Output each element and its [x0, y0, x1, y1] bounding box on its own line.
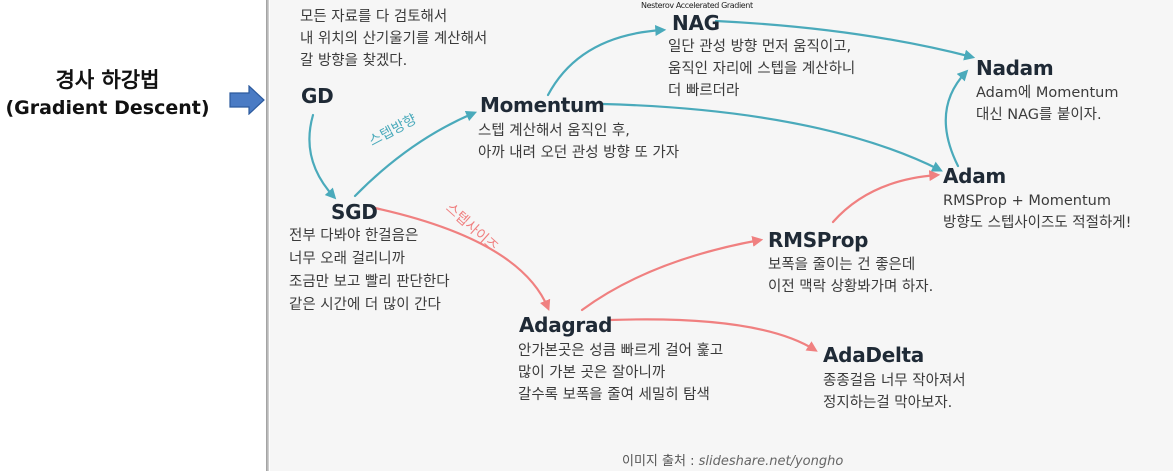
- desc-line: 안가본곳은 성큼 빠르게 걸어 훑고: [518, 343, 724, 359]
- arrow-momentum-adam: [601, 102, 943, 172]
- node-gd: GD: [301, 84, 334, 108]
- desc-line: 방향도 스텝사이즈도 적절하게!: [943, 215, 1132, 231]
- desc-line: 너무 오래 걸리니까: [289, 251, 405, 267]
- desc-adadelta: 종종걸음 너무 작아져서 정지하는걸 막아보자.: [823, 370, 966, 414]
- arrow-gd-sgd: [308, 113, 337, 200]
- desc-adam: RMSProp + Momentum 방향도 스텝사이즈도 적절하게!: [943, 190, 1131, 234]
- arrow-adagrad-adadelta: [608, 318, 818, 352]
- node-adam: Adam: [943, 164, 1006, 188]
- arrow-adagrad-rmsprop: [580, 235, 764, 312]
- arrow-sgd-adagrad: [373, 206, 551, 312]
- desc-line: 종종걸음 너무 작아져서: [823, 373, 966, 389]
- desc-line: 많이 가본 곳은 잘아니까: [518, 365, 666, 381]
- desc-gd: 모든 자료를 다 검토해서 내 위치의 산기울기를 계산해서 갈 방향을 찾겠다…: [300, 6, 487, 72]
- desc-line: 같은 시간에 더 많이 간다: [289, 297, 441, 313]
- arrow-sgd-momentum: [353, 110, 478, 198]
- desc-adagrad: 안가본곳은 성큼 빠르게 걸어 훑고 많이 가본 곳은 잘아니까 갈수록 보폭을…: [518, 340, 723, 406]
- main-title-korean: 경사 하강법: [55, 68, 160, 92]
- node-momentum: Momentum: [480, 93, 605, 117]
- desc-line: 일단 관성 방향 먼저 움직이고,: [668, 39, 852, 55]
- left-title-pane: 경사 하강법 (Gradient Descent): [0, 0, 268, 471]
- diagram-panel: [270, 0, 1173, 471]
- node-nag: NAG: [672, 11, 720, 35]
- desc-rmsprop: 보폭을 줄이는 건 좋은데 이전 맥락 상황봐가며 하자.: [768, 254, 933, 298]
- desc-line: 전부 다봐야 한걸음은: [289, 228, 419, 244]
- arrow-rmsprop-adam: [831, 170, 941, 224]
- divider: [266, 0, 269, 471]
- main-title-english: (Gradient Descent): [5, 97, 210, 119]
- credit-label: 이미지 출처 :: [622, 454, 699, 469]
- desc-line: 스텝 계산해서 움직인 후,: [478, 123, 630, 139]
- node-rmsprop: RMSProp: [768, 228, 869, 252]
- desc-line: Adam에 Momentum: [976, 85, 1119, 101]
- desc-line: 아까 내려 오던 관성 방향 또 가자: [478, 145, 680, 161]
- desc-line: 모든 자료를 다 검토해서: [300, 9, 448, 25]
- desc-line: 내 위치의 산기울기를 계산해서: [300, 31, 488, 47]
- desc-line: 갈 방향을 찾겠다.: [300, 53, 408, 69]
- desc-sgd: 전부 다봐야 한걸음은 너무 오래 걸리니까 조금만 보고 빨리 판단한다 같은…: [289, 225, 450, 317]
- desc-line: 움직인 자리에 스텝을 계산하니: [668, 61, 856, 77]
- node-adagrad: Adagrad: [519, 313, 613, 337]
- right-arrow-icon: [229, 85, 265, 115]
- arrow-nag-nadam: [714, 19, 976, 61]
- desc-nag: 일단 관성 방향 먼저 움직이고, 움직인 자리에 스텝을 계산하니 더 빠르더…: [668, 36, 855, 102]
- node-sgd: SGD: [331, 200, 378, 224]
- desc-line: RMSProp + Momentum: [943, 193, 1111, 209]
- image-credit: 이미지 출처 : slideshare.net/yongho: [622, 450, 843, 469]
- credit-source-link[interactable]: slideshare.net/yongho: [698, 454, 844, 469]
- nag-subtitle: Nesterov Accelerated Gradient: [641, 1, 753, 10]
- desc-line: 갈수록 보폭을 줄여 세밀히 탐색: [518, 387, 710, 403]
- arrow-momentum-nag: [546, 24, 667, 97]
- desc-nadam: Adam에 Momentum 대신 NAG를 붙이자.: [976, 82, 1118, 126]
- desc-line: 보폭을 줄이는 건 좋은데: [768, 257, 916, 273]
- node-nadam: Nadam: [976, 56, 1054, 80]
- desc-line: 더 빠르더라: [668, 83, 740, 99]
- desc-line: 대신 NAG를 붙이자.: [976, 107, 1102, 123]
- desc-line: 정지하는걸 막아보자.: [823, 395, 953, 411]
- node-adadelta: AdaDelta: [823, 343, 924, 367]
- desc-momentum: 스텝 계산해서 움직인 후, 아까 내려 오던 관성 방향 또 가자: [478, 120, 679, 164]
- desc-line: 이전 맥락 상황봐가며 하자.: [768, 279, 934, 295]
- arrow-adam-nadam: [944, 69, 969, 168]
- desc-line: 조금만 보고 빨리 판단한다: [289, 274, 450, 290]
